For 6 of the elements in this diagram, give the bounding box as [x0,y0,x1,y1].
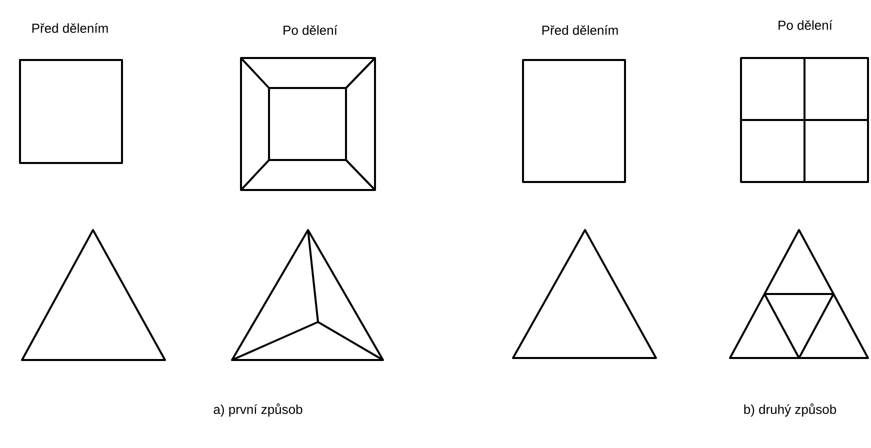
panel-caption: a) první způsob [214,403,302,417]
column-heading: Po dělení [284,25,338,35]
column-heading: Před dělením [542,25,618,35]
panel-caption: b) druhý způsob [744,403,836,417]
column-heading: Před dělením [32,23,108,33]
column-heading: Po dělení [778,20,832,30]
